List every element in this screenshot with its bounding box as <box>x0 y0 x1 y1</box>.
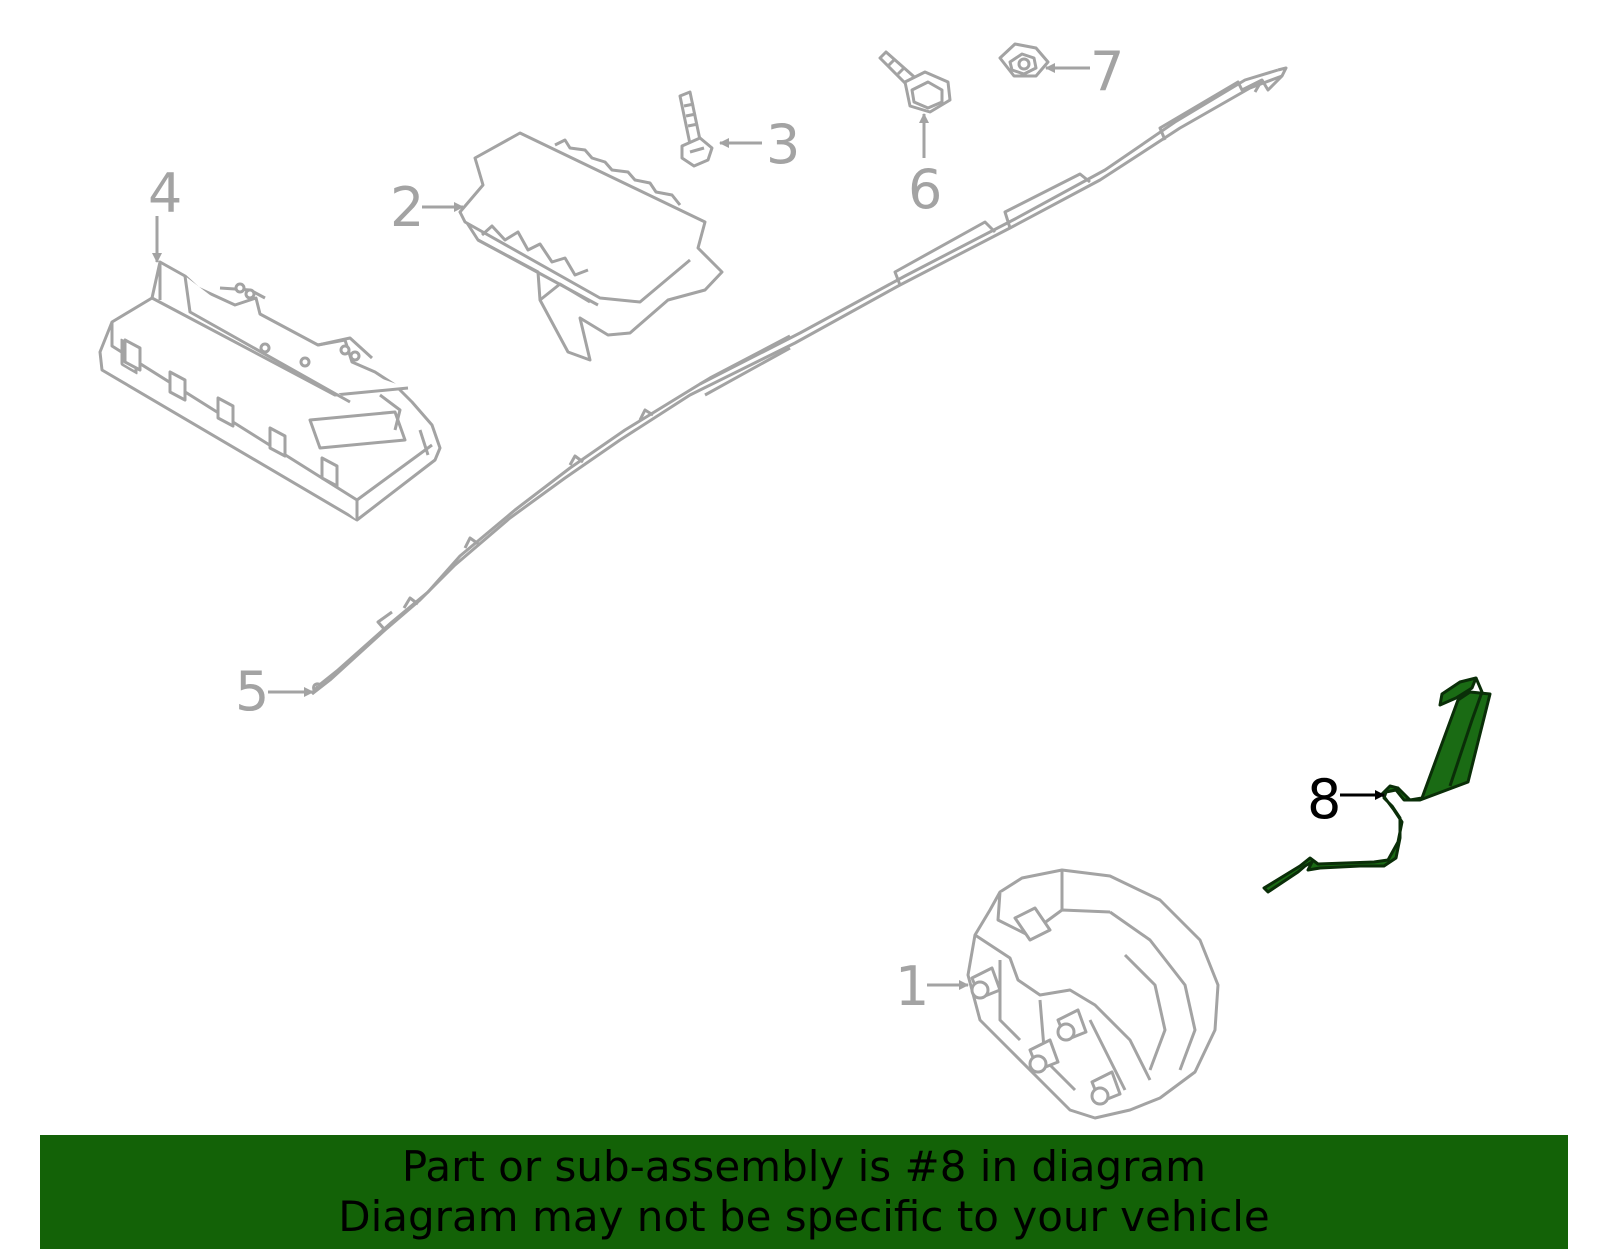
connector-studs <box>970 966 1122 1106</box>
banner-background <box>40 1135 1568 1249</box>
side-impact-sensor-harness <box>1262 676 1492 894</box>
callout-number: 4 <box>148 162 182 225</box>
callout-number: 7 <box>1090 40 1124 103</box>
bolt-6 <box>878 50 952 114</box>
callout-number: 6 <box>908 158 942 221</box>
driver-airbag-module <box>966 868 1220 1120</box>
curtain-airbag <box>310 66 1288 696</box>
knee-airbag-module <box>98 260 442 522</box>
callout-7: 7 <box>1045 40 1124 103</box>
info-banner: Part or sub-assembly is #8 in diagram Di… <box>40 1135 1568 1249</box>
callout-number: 3 <box>766 113 800 176</box>
nut-7 <box>998 42 1050 78</box>
callout-2: 2 <box>390 176 464 239</box>
callout-5: 5 <box>235 660 314 723</box>
callout-3: 3 <box>719 113 800 176</box>
callout-1: 1 <box>895 955 969 1018</box>
callout-6: 6 <box>908 113 942 221</box>
callout-number: 2 <box>390 176 424 239</box>
callout-4: 4 <box>148 162 182 263</box>
callout-number: 5 <box>235 660 269 723</box>
callout-number-highlighted: 8 <box>1307 768 1341 831</box>
callout-number: 1 <box>895 955 929 1018</box>
callout-8: 8 <box>1307 768 1385 831</box>
bolt-3 <box>678 90 714 168</box>
passenger-airbag-module <box>458 131 724 362</box>
banner-line-disclaimer: Diagram may not be specific to your vehi… <box>338 1192 1270 1241</box>
banner-line-part: Part or sub-assembly is #8 in diagram <box>401 1142 1207 1191</box>
